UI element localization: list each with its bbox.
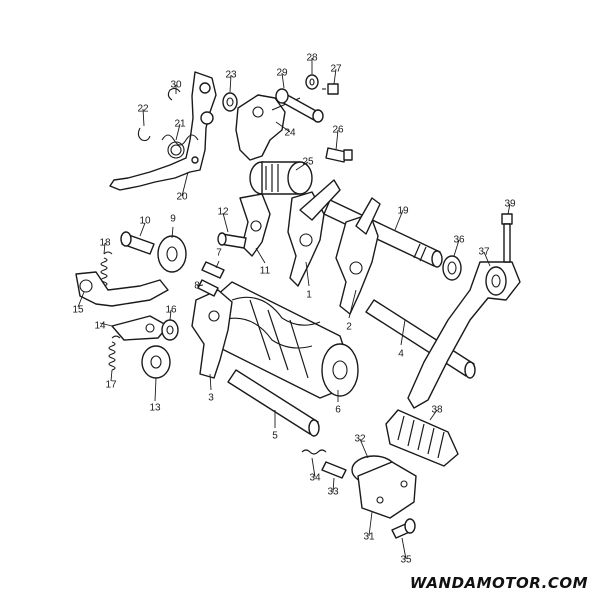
callout-25: 25	[302, 157, 314, 168]
callout-38: 38	[431, 405, 443, 416]
callout-8: 8	[194, 281, 200, 292]
callout-24: 24	[284, 128, 296, 139]
shift-fork-shaft-19	[323, 199, 443, 268]
callout-15: 15	[72, 305, 84, 316]
bolt-26	[325, 147, 353, 163]
washer-9	[157, 235, 187, 273]
callout-36: 36	[453, 235, 465, 246]
washer-23	[222, 92, 238, 112]
callout-labels: 1 2 3 4 5 6 7 8 9 10 11 12 13 14 15 16 1…	[72, 53, 516, 566]
callout-14: 14	[94, 321, 106, 332]
callout-33: 33	[327, 487, 339, 498]
callout-23: 23	[225, 70, 237, 81]
callout-10: 10	[139, 216, 151, 227]
callout-32: 32	[354, 434, 366, 445]
bushing-36	[442, 255, 462, 281]
callout-6: 6	[335, 405, 341, 416]
callout-7: 7	[216, 248, 222, 259]
cover-31	[357, 461, 417, 519]
shift-fork-1	[287, 179, 341, 287]
callout-1: 1	[306, 290, 312, 301]
callout-27: 27	[330, 64, 342, 75]
callout-30: 30	[170, 80, 182, 91]
spring-21	[161, 134, 199, 159]
callout-29: 29	[276, 68, 288, 79]
callout-22: 22	[137, 104, 149, 115]
callout-31: 31	[363, 532, 375, 543]
arm-15	[75, 271, 169, 307]
callout-21: 21	[174, 119, 186, 130]
callout-5: 5	[272, 431, 278, 442]
callout-2: 2	[346, 322, 352, 333]
pin-8	[197, 279, 219, 297]
callout-9: 9	[170, 214, 176, 225]
shift-fork-2	[335, 197, 381, 315]
clip-30	[167, 87, 181, 101]
drum-stopper-3	[191, 289, 233, 379]
washer-13	[141, 345, 171, 379]
pin-33	[321, 461, 347, 479]
pin-12	[217, 232, 247, 249]
callout-37: 37	[478, 247, 490, 258]
spring-34	[301, 449, 327, 455]
spring-17	[108, 335, 121, 371]
callout-18: 18	[99, 238, 111, 249]
callout-3: 3	[208, 393, 214, 404]
callout-34: 34	[309, 473, 321, 484]
callout-26: 26	[332, 125, 344, 136]
callout-4: 4	[398, 349, 404, 360]
callout-19: 19	[397, 206, 409, 217]
washer-16	[161, 319, 179, 341]
callout-17: 17	[105, 380, 117, 391]
callout-12: 12	[217, 207, 229, 218]
bolt-27	[322, 83, 339, 95]
callout-13: 13	[149, 403, 161, 414]
washer-28	[305, 74, 319, 90]
clip-22	[137, 127, 151, 142]
gear-shift-lever-37	[407, 261, 521, 409]
bolt-35	[391, 518, 416, 539]
shift-cam-stopper-plate	[109, 71, 217, 191]
callout-16: 16	[165, 305, 177, 316]
arm-14	[111, 315, 169, 341]
fork-shaft-5	[227, 369, 320, 437]
pin-7	[201, 261, 225, 279]
leader-lines	[77, 58, 511, 560]
callout-28: 28	[306, 53, 318, 64]
bolt-10	[120, 231, 155, 255]
bolt-39	[501, 213, 513, 263]
rubber-38	[385, 409, 459, 467]
callout-35: 35	[400, 555, 412, 566]
pin-29	[275, 88, 324, 123]
callout-11: 11	[260, 266, 271, 277]
callout-39: 39	[504, 199, 516, 210]
watermark: WANDAMOTOR.COM	[409, 574, 588, 592]
callout-20: 20	[176, 192, 188, 203]
